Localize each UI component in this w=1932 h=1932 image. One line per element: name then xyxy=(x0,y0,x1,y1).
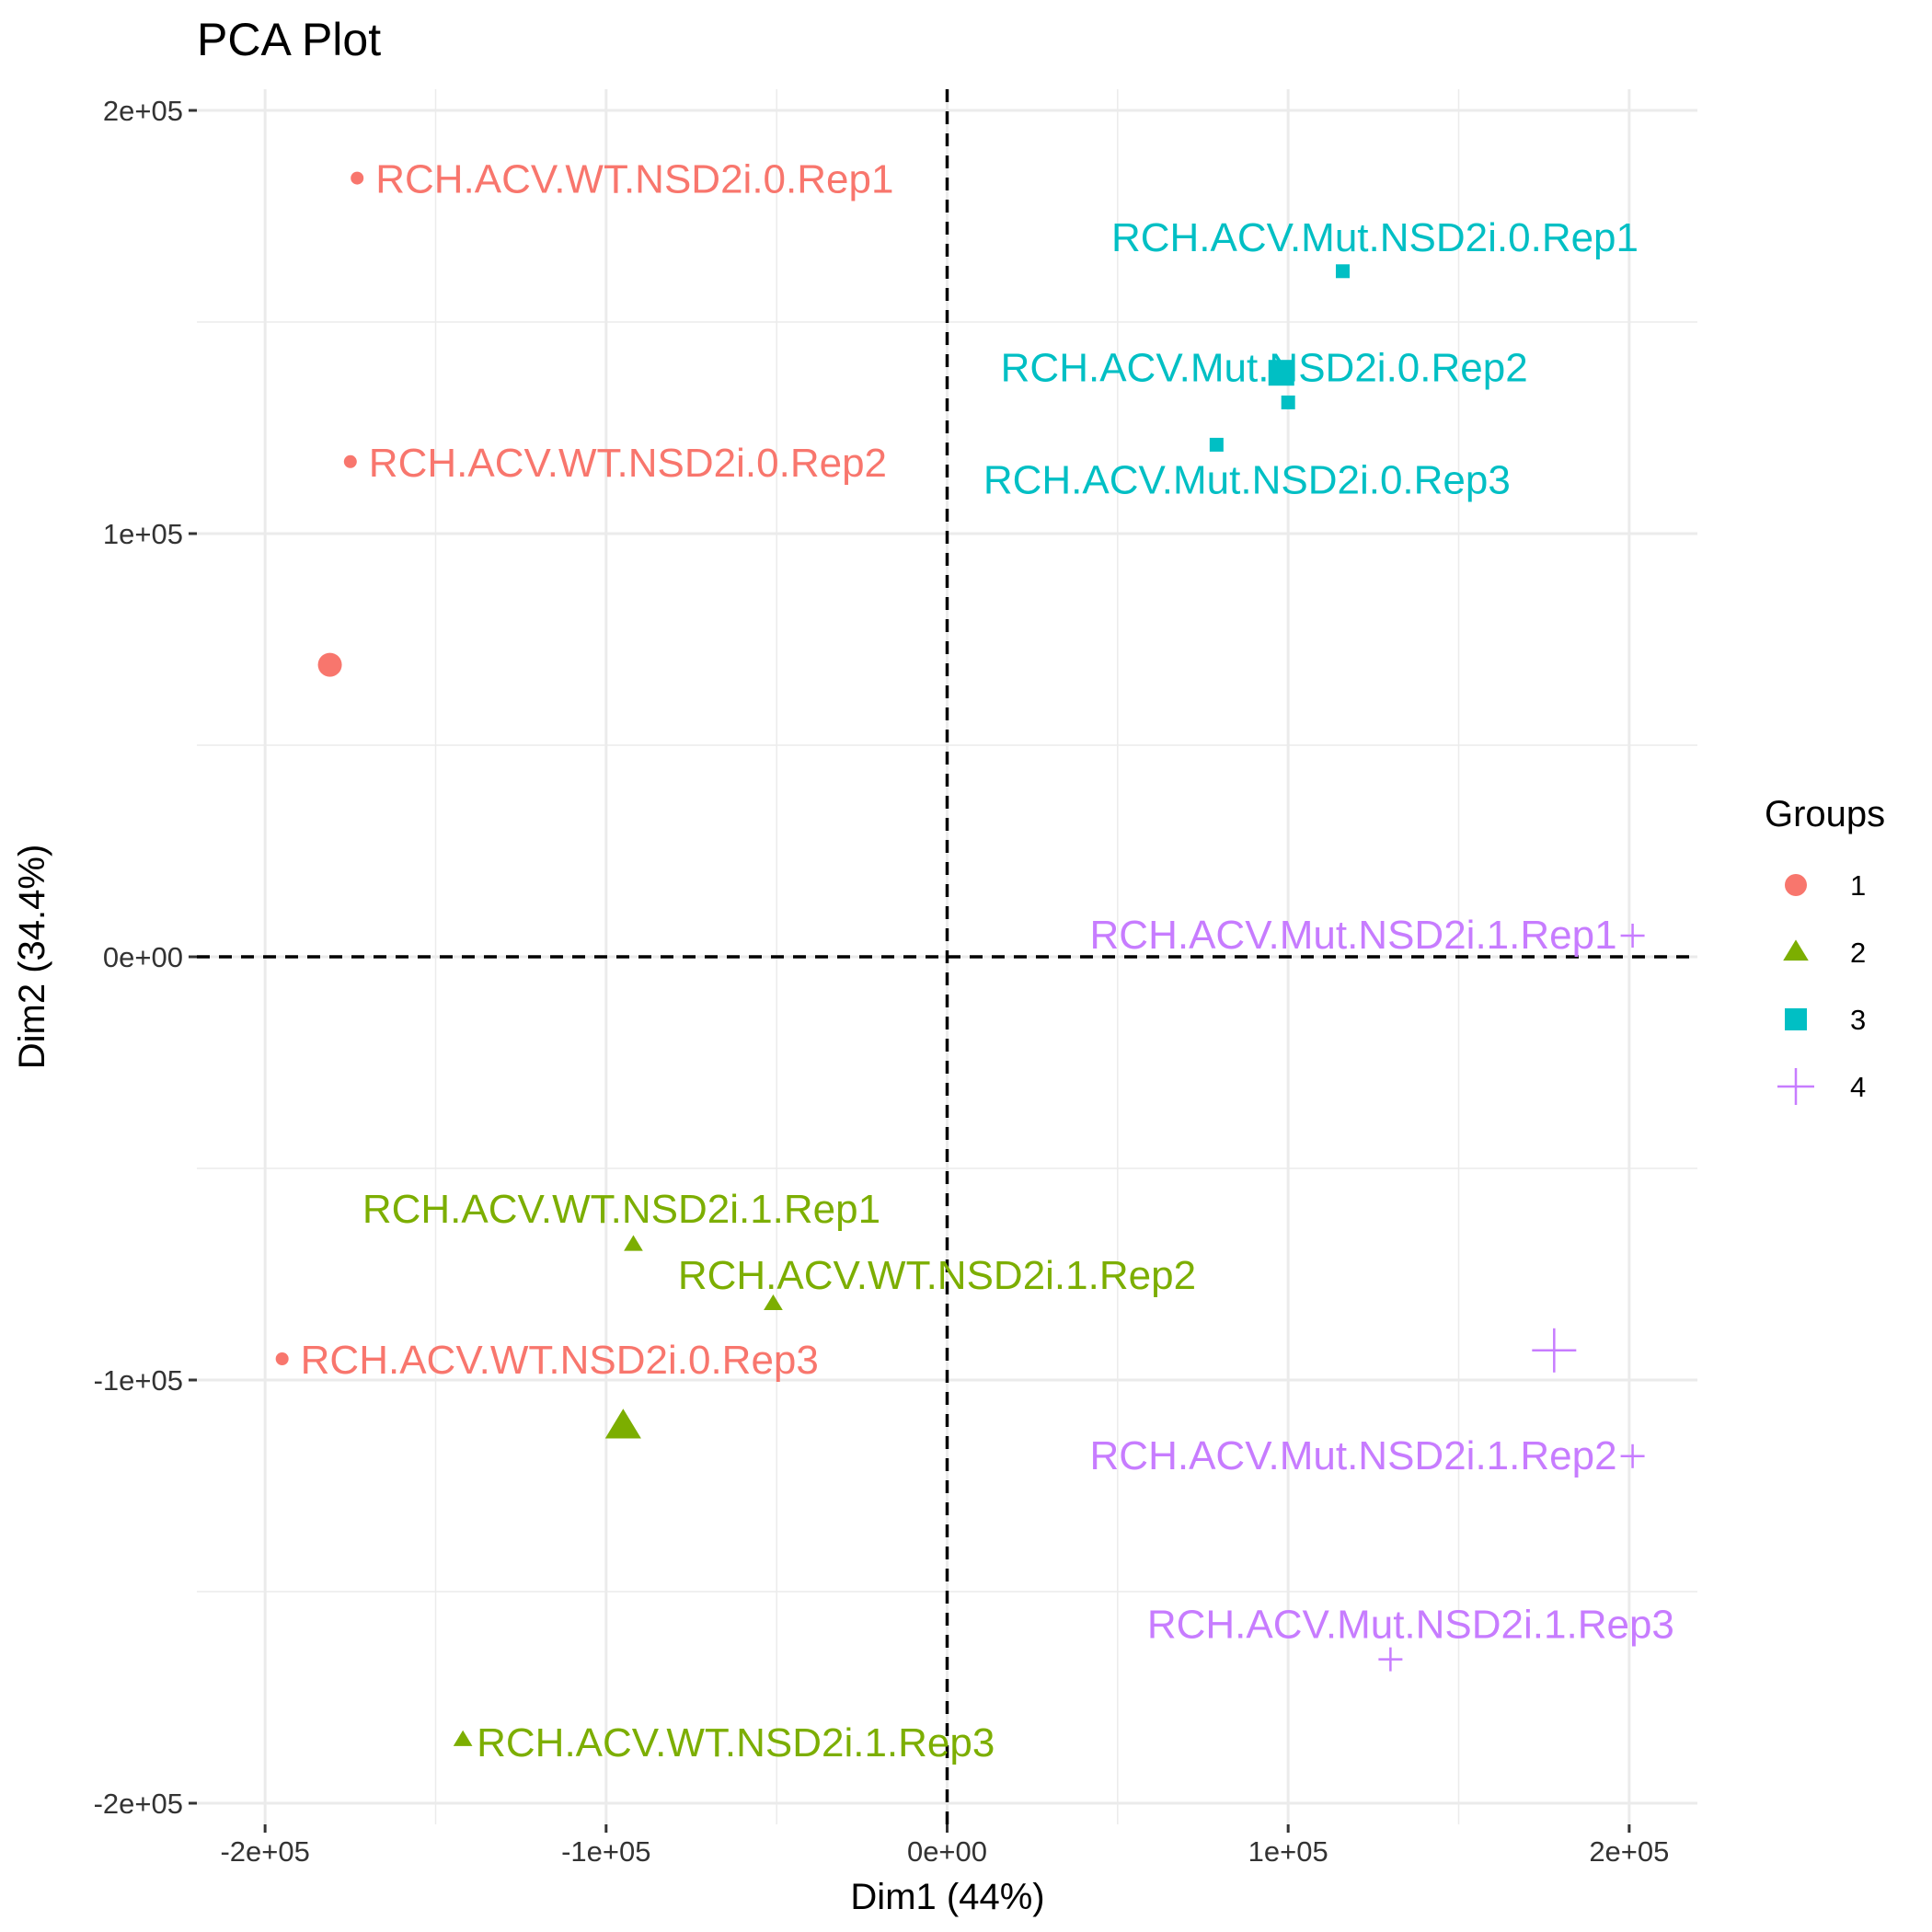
data-point xyxy=(1620,1443,1645,1468)
point-label: RCH.ACV.Mut.NSD2i.1.Rep2 xyxy=(1090,1433,1617,1478)
legend-title: Groups xyxy=(1765,794,1885,834)
legend-entry: 1 xyxy=(1785,869,1866,902)
x-tick-label: -1e+05 xyxy=(561,1835,650,1868)
x-axis-title: Dim1 (44%) xyxy=(850,1877,1044,1917)
y-tick-label: 0e+00 xyxy=(103,941,183,973)
x-tick-label: -2e+05 xyxy=(220,1835,309,1868)
y-axis-title: Dim2 (34.4%) xyxy=(12,845,52,1070)
data-point xyxy=(1620,924,1645,948)
group-centroid xyxy=(317,652,342,677)
x-tick-label: 2e+05 xyxy=(1589,1835,1669,1868)
point-labels: RCH.ACV.WT.NSD2i.0.Rep1RCH.ACV.WT.NSD2i.… xyxy=(301,157,1674,1765)
data-point xyxy=(624,1235,643,1251)
data-point xyxy=(764,1294,783,1311)
point-label: RCH.ACV.Mut.NSD2i.1.Rep1 xyxy=(1090,913,1617,958)
legend-key xyxy=(1783,939,1809,961)
legend-label: 2 xyxy=(1850,937,1866,969)
y-tick-label: 1e+05 xyxy=(103,518,183,550)
group-centroid xyxy=(1532,1328,1577,1373)
legend-label: 1 xyxy=(1850,869,1866,902)
y-tick-label: -2e+05 xyxy=(94,1788,183,1820)
point-label: RCH.ACV.Mut.NSD2i.0.Rep1 xyxy=(1111,215,1639,260)
data-marks xyxy=(275,171,1645,1746)
x-tick-label: 0e+00 xyxy=(907,1835,987,1868)
data-point xyxy=(1209,437,1224,452)
legend-entry: 4 xyxy=(1777,1068,1866,1105)
point-label: RCH.ACV.WT.NSD2i.0.Rep3 xyxy=(301,1338,819,1383)
point-label: RCH.ACV.Mut.NSD2i.0.Rep3 xyxy=(983,457,1511,502)
group-centroid xyxy=(604,1409,641,1439)
y-tick-label: 2e+05 xyxy=(103,95,183,127)
x-tick-label: 1e+05 xyxy=(1248,1835,1328,1868)
chart-title: PCA Plot xyxy=(197,14,381,65)
y-tick-label: -1e+05 xyxy=(94,1364,183,1397)
point-label: RCH.ACV.Mut.NSD2i.1.Rep3 xyxy=(1147,1603,1674,1648)
legend-label: 4 xyxy=(1850,1071,1866,1103)
data-point xyxy=(343,454,357,468)
point-label: RCH.ACV.Mut.NSD2i.0.Rep2 xyxy=(1001,345,1528,390)
group-centroid xyxy=(1268,360,1294,386)
data-point xyxy=(1378,1647,1403,1672)
point-label: RCH.ACV.WT.NSD2i.1.Rep3 xyxy=(477,1720,995,1765)
point-label: RCH.ACV.WT.NSD2i.0.Rep2 xyxy=(369,441,887,486)
data-point xyxy=(453,1730,473,1746)
point-label: RCH.ACV.WT.NSD2i.1.Rep2 xyxy=(678,1253,1196,1298)
legend-entry: 2 xyxy=(1783,937,1866,969)
data-point xyxy=(1335,264,1350,279)
legend: 1 2 3 4 xyxy=(1777,869,1866,1105)
reference-lines xyxy=(197,89,1697,1824)
legend-key xyxy=(1785,1008,1807,1030)
legend-label: 3 xyxy=(1850,1004,1866,1036)
point-label: RCH.ACV.WT.NSD2i.0.Rep1 xyxy=(375,157,893,202)
data-point xyxy=(275,1352,289,1365)
legend-key xyxy=(1777,1068,1814,1105)
legend-entry: 3 xyxy=(1785,1004,1866,1036)
data-point xyxy=(1281,395,1295,409)
point-label: RCH.ACV.WT.NSD2i.1.Rep1 xyxy=(362,1187,880,1232)
legend-key xyxy=(1785,874,1807,896)
axes: -2e+05 -1e+05 0e+00 1e+05 2e+05 -2e+05 -1e+05 0… xyxy=(94,95,1670,1868)
data-point xyxy=(351,171,364,185)
